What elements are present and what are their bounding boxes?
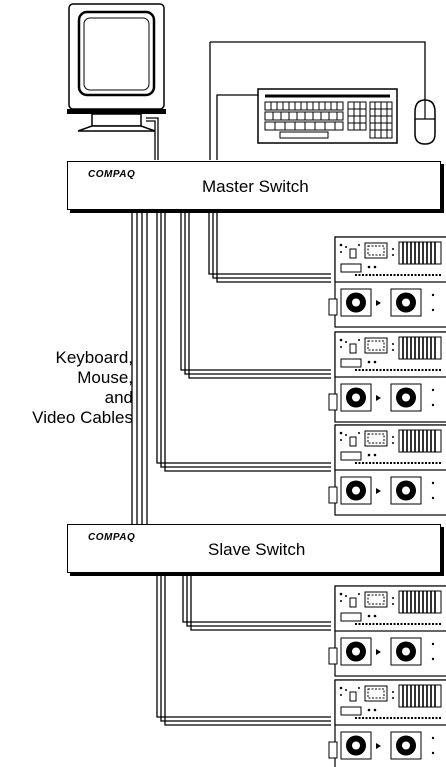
slave-switch: COMPAQ Slave Switch	[67, 524, 441, 573]
server-3	[328, 424, 446, 516]
keyboard-icon	[257, 88, 398, 144]
server-2	[328, 331, 446, 423]
peripheral-cables	[146, 41, 426, 160]
cable-label-line3: and	[104, 388, 133, 407]
master-switch: COMPAQ Master Switch	[67, 161, 441, 210]
server-cables-slave	[156, 575, 331, 726]
server-4	[328, 585, 446, 677]
cable-label-line2: Mouse,	[77, 368, 133, 387]
server-5	[328, 679, 446, 767]
cable-label-line1: Keyboard,	[55, 348, 134, 367]
compaq-logo: COMPAQ	[88, 169, 136, 180]
master-slave-trunk	[131, 212, 148, 527]
mouse-icon	[414, 99, 436, 145]
master-switch-label: Master Switch	[202, 177, 309, 196]
server-1	[328, 236, 446, 328]
server-cables-master	[156, 212, 331, 472]
slave-switch-label: Slave Switch	[208, 540, 306, 559]
cable-label: Keyboard, Mouse, and Video Cables	[32, 348, 133, 428]
monitor-icon	[67, 3, 166, 132]
cable-label-line4: Video Cables	[32, 408, 133, 427]
compaq-logo: COMPAQ	[88, 532, 136, 543]
